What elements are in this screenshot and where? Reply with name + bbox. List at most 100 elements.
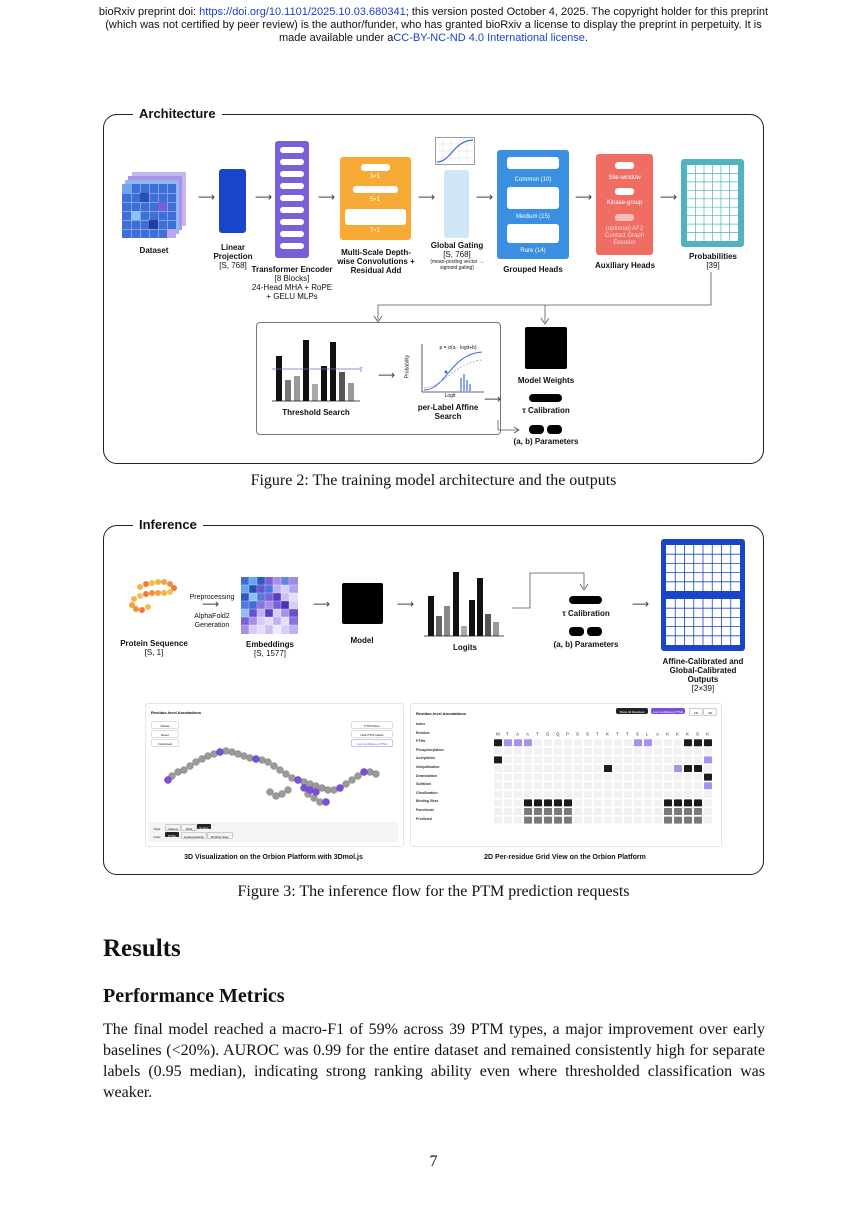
grid-cell[interactable] bbox=[604, 765, 612, 772]
grid-cell[interactable] bbox=[544, 790, 552, 798]
grid-cell[interactable] bbox=[544, 747, 552, 755]
viz3d-btn-rotate[interactable]: Rotate bbox=[151, 721, 179, 729]
grid-cell[interactable] bbox=[514, 773, 522, 781]
grid-cell[interactable] bbox=[674, 756, 682, 764]
grid-cell[interactable] bbox=[494, 816, 502, 824]
viz3d-style-stick[interactable]: Stick bbox=[181, 824, 197, 831]
grid-cell[interactable] bbox=[554, 790, 562, 798]
grid-cell[interactable] bbox=[644, 782, 652, 790]
grid-cell[interactable] bbox=[644, 808, 652, 815]
grid-cell[interactable] bbox=[674, 799, 682, 807]
grid-cell[interactable] bbox=[494, 765, 502, 772]
grid-cell[interactable] bbox=[554, 799, 562, 807]
grid-cell[interactable] bbox=[614, 773, 622, 781]
grid-cell[interactable] bbox=[614, 756, 622, 764]
grid-cell[interactable] bbox=[664, 808, 672, 815]
grid-cell[interactable] bbox=[564, 773, 572, 781]
grid-cell[interactable] bbox=[694, 756, 702, 764]
grid-cell[interactable] bbox=[494, 808, 502, 815]
grid-cell[interactable] bbox=[614, 790, 622, 798]
grid-cell[interactable] bbox=[634, 790, 642, 798]
viz3d-style-cartoon[interactable]: Cartoon bbox=[165, 824, 181, 831]
grid-cell[interactable] bbox=[574, 765, 582, 772]
grid-cell[interactable] bbox=[644, 773, 652, 781]
grid-cell[interactable] bbox=[664, 782, 672, 790]
grid-cell[interactable] bbox=[574, 816, 582, 824]
grid-cell[interactable] bbox=[564, 747, 572, 755]
grid-cell[interactable] bbox=[604, 739, 612, 747]
grid-cell[interactable] bbox=[634, 765, 642, 772]
grid-cell[interactable] bbox=[694, 808, 702, 815]
grid-cell[interactable] bbox=[504, 739, 512, 747]
grid-cell[interactable] bbox=[544, 782, 552, 790]
grid-cell[interactable] bbox=[544, 756, 552, 764]
grid-cell[interactable] bbox=[674, 782, 682, 790]
viz3d-style-sphere[interactable]: Sphere bbox=[197, 824, 211, 830]
grid-cell[interactable] bbox=[594, 756, 602, 764]
grid-cell[interactable] bbox=[684, 808, 692, 815]
grid-cell[interactable] bbox=[634, 773, 642, 781]
grid-cell[interactable] bbox=[614, 747, 622, 755]
doi-link[interactable]: https://doi.org/10.1101/2025.10.03.68034… bbox=[199, 6, 406, 18]
grid-cell[interactable] bbox=[664, 799, 672, 807]
grid-cell[interactable] bbox=[574, 747, 582, 755]
grid-cell[interactable] bbox=[564, 799, 572, 807]
grid-cell[interactable] bbox=[564, 739, 572, 747]
grid-cell[interactable] bbox=[694, 799, 702, 807]
grid-cell[interactable] bbox=[704, 799, 712, 807]
grid-cell[interactable] bbox=[564, 782, 572, 790]
grid-cell[interactable] bbox=[644, 739, 652, 747]
grid-cell[interactable] bbox=[514, 790, 522, 798]
grid-cell[interactable] bbox=[544, 816, 552, 824]
grid-cell[interactable] bbox=[564, 756, 572, 764]
grid-cell[interactable] bbox=[604, 790, 612, 798]
grid-cell[interactable] bbox=[604, 756, 612, 764]
grid-cell[interactable] bbox=[604, 782, 612, 790]
grid-cell[interactable] bbox=[684, 739, 692, 747]
grid-cell[interactable] bbox=[534, 765, 542, 772]
grid-cell[interactable] bbox=[534, 739, 542, 747]
grid-cell[interactable] bbox=[504, 773, 512, 781]
grid-cell[interactable] bbox=[494, 790, 502, 798]
grid-cell[interactable] bbox=[624, 773, 632, 781]
grid-cell[interactable] bbox=[674, 773, 682, 781]
grid2d-btn-2d[interactable]: 2D bbox=[689, 708, 703, 716]
grid-cell[interactable] bbox=[684, 756, 692, 764]
grid-cell[interactable] bbox=[704, 816, 712, 824]
grid-cell[interactable] bbox=[534, 773, 542, 781]
grid-cell[interactable] bbox=[684, 747, 692, 755]
grid-cell[interactable] bbox=[634, 782, 642, 790]
grid-cell[interactable] bbox=[594, 808, 602, 815]
viz3d-btn-download[interactable]: Download bbox=[151, 739, 179, 747]
grid-cell[interactable] bbox=[514, 765, 522, 772]
grid-cell[interactable] bbox=[654, 756, 662, 764]
grid-cell[interactable] bbox=[674, 790, 682, 798]
grid-cell[interactable] bbox=[494, 799, 502, 807]
grid-cell[interactable] bbox=[674, 808, 682, 815]
grid-cell[interactable] bbox=[704, 747, 712, 755]
grid-cell[interactable] bbox=[674, 747, 682, 755]
grid-cell[interactable] bbox=[664, 790, 672, 798]
grid-cell[interactable] bbox=[584, 747, 592, 755]
grid-cell[interactable] bbox=[644, 756, 652, 764]
grid-cell[interactable] bbox=[614, 782, 622, 790]
grid-cell[interactable] bbox=[514, 756, 522, 764]
grid-cell[interactable] bbox=[524, 816, 532, 824]
viz3d-btn-low-conf[interactable]: Low Confidence PTMs bbox=[351, 739, 393, 747]
grid-cell[interactable] bbox=[524, 799, 532, 807]
grid-cell[interactable] bbox=[694, 765, 702, 772]
grid-cell[interactable] bbox=[694, 816, 702, 824]
grid-cell[interactable] bbox=[554, 739, 562, 747]
grid-cell[interactable] bbox=[654, 808, 662, 815]
grid-cell[interactable] bbox=[584, 756, 592, 764]
grid-cell[interactable] bbox=[654, 747, 662, 755]
grid-cell[interactable] bbox=[554, 816, 562, 824]
grid-cell[interactable] bbox=[604, 808, 612, 815]
grid-cell[interactable] bbox=[644, 790, 652, 798]
grid-cell[interactable] bbox=[614, 799, 622, 807]
grid-cell[interactable] bbox=[674, 739, 682, 747]
grid-cell[interactable] bbox=[514, 808, 522, 815]
grid-cell[interactable] bbox=[664, 816, 672, 824]
grid-cell[interactable] bbox=[534, 747, 542, 755]
grid-cell[interactable] bbox=[644, 799, 652, 807]
